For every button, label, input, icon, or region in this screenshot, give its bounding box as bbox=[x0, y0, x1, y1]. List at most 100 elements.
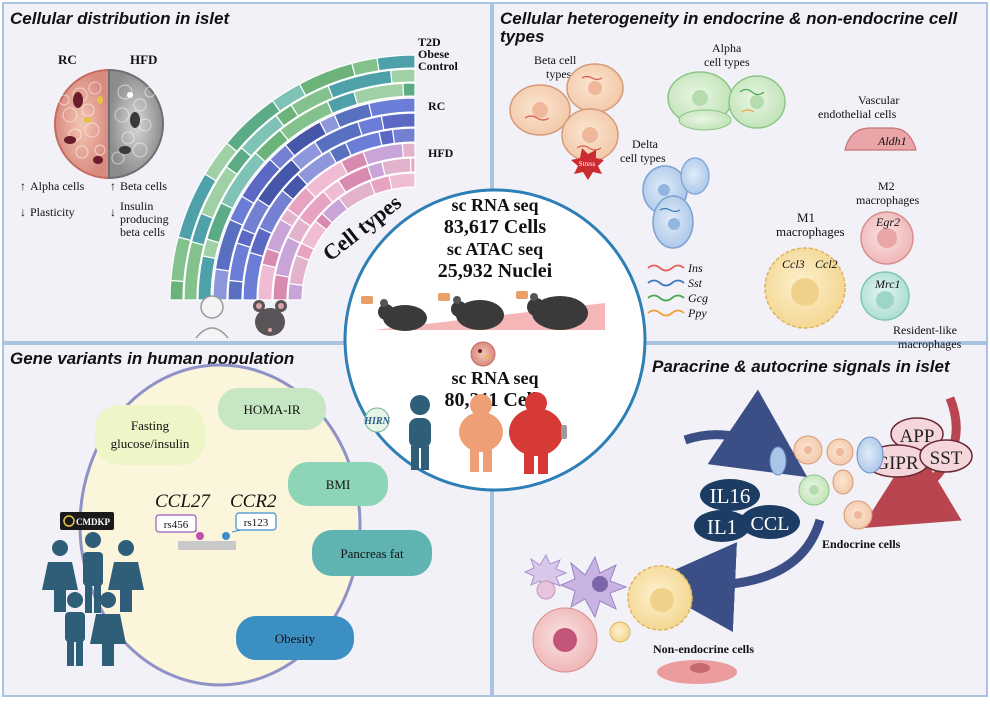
nonendocrine-cells-cluster bbox=[523, 553, 737, 684]
label-insulin-3: beta cells bbox=[120, 225, 165, 239]
ring-segment bbox=[376, 54, 416, 72]
pancreas-islet-icon bbox=[470, 341, 496, 367]
center-atac-value: 25,932 Nuclei bbox=[438, 260, 553, 282]
label-insulin-2: producing bbox=[120, 212, 169, 226]
ring-segment bbox=[389, 68, 416, 84]
label-resident-2: macrophages bbox=[898, 337, 962, 351]
vascular-cell-illustration: Aldh1 bbox=[844, 127, 917, 151]
ring-segment bbox=[368, 97, 416, 118]
svg-text:Fasting: Fasting bbox=[131, 418, 170, 433]
label-m2-1: M2 bbox=[878, 179, 895, 193]
legend-label-sst: Sst bbox=[688, 276, 703, 290]
label-ccl2: Ccl2 bbox=[815, 257, 838, 271]
ring-segment bbox=[212, 268, 230, 301]
label-beta-types-1: Beta cell bbox=[534, 53, 577, 67]
label-alpha-types-1: Alpha bbox=[712, 41, 742, 55]
human-face-icon bbox=[195, 295, 229, 339]
islet-illustration bbox=[54, 68, 164, 180]
trait-obesity: Obesity bbox=[236, 616, 354, 660]
center-atac-label: sc ATAC seq bbox=[447, 239, 543, 259]
beta-cells-illustration bbox=[509, 63, 624, 162]
panel-title-heterogeneity-1: Cellular heterogeneity in endocrine & no… bbox=[500, 9, 958, 28]
trait-homa-ir: HOMA-IR bbox=[218, 388, 326, 430]
svg-text:IL16: IL16 bbox=[710, 484, 751, 508]
label-delta-types-2: cell types bbox=[620, 151, 666, 165]
label-m1-2: macrophages bbox=[776, 224, 845, 239]
label-plasticity: Plasticity bbox=[30, 205, 75, 219]
ring-segment bbox=[272, 273, 290, 301]
label-vascular-2: endothelial cells bbox=[818, 107, 897, 121]
label-endocrine-cells: Endocrine cells bbox=[822, 537, 901, 551]
arrow-to-endocrine bbox=[683, 389, 808, 478]
label-m1-1: M1 bbox=[797, 210, 815, 225]
svg-text:↓: ↓ bbox=[110, 205, 116, 219]
mouse-icon bbox=[253, 300, 287, 336]
stress-badge: Stress bbox=[571, 148, 604, 180]
ligand-sst: SST bbox=[919, 439, 973, 473]
svg-text:↑: ↑ bbox=[20, 179, 26, 193]
ring-segment bbox=[380, 112, 416, 131]
svg-text:HIRN: HIRN bbox=[363, 416, 390, 427]
ring-segment bbox=[402, 82, 416, 97]
center-scrna1-label: sc RNA seq bbox=[451, 195, 538, 215]
svg-text:CCL: CCL bbox=[751, 513, 790, 535]
label-nonendocrine-cells: Non-endocrine cells bbox=[653, 642, 754, 656]
panel-title-gene-variants: Gene variants in human population bbox=[10, 349, 294, 368]
ring-label-obese: Obese bbox=[418, 47, 450, 61]
svg-text:BMI: BMI bbox=[326, 477, 351, 492]
label-vascular-1: Vascular bbox=[858, 93, 899, 107]
label-ccl3: Ccl3 bbox=[782, 257, 805, 271]
svg-text:CMDKP: CMDKP bbox=[76, 517, 110, 527]
center-scrna2-value: 80,211 Cells bbox=[444, 389, 545, 411]
ligand-il1: IL1 bbox=[694, 510, 750, 542]
label-alpha-cells: Alpha cells bbox=[30, 179, 85, 193]
gene-ccl27: CCL27 bbox=[155, 491, 211, 512]
hirn-logo: HIRN bbox=[363, 407, 391, 433]
human-bmi-people-icon bbox=[409, 392, 567, 474]
panel-title-cellular-distribution: Cellular distribution in islet bbox=[10, 9, 230, 28]
svg-text:APP: APP bbox=[900, 426, 935, 447]
svg-text:GIPR: GIPR bbox=[875, 453, 919, 474]
delta-cells-illustration bbox=[642, 157, 710, 249]
ligand-app: APP bbox=[890, 417, 944, 451]
resident-macrophage-illustration: Mrc1 bbox=[860, 271, 910, 321]
trait-bmi: BMI bbox=[288, 462, 388, 506]
svg-text:glucose/insulin: glucose/insulin bbox=[111, 436, 190, 451]
label-beta-cells: Beta cells bbox=[120, 179, 167, 193]
legend-swatch-sst bbox=[647, 279, 685, 287]
label-alpha-types-2: cell types bbox=[704, 55, 750, 69]
svg-text:Obesity: Obesity bbox=[275, 631, 316, 646]
ring-label-t2d: T2D bbox=[418, 35, 441, 49]
ring-segment bbox=[287, 282, 304, 301]
label-delta-types-1: Delta bbox=[632, 137, 659, 151]
legend-swatch-gcg bbox=[647, 294, 685, 302]
mice-diet-gradient bbox=[361, 291, 605, 331]
label-insulin-1: Insulin bbox=[120, 199, 153, 213]
legend-label-gcg: Gcg bbox=[688, 291, 708, 305]
ring-segment bbox=[227, 279, 244, 301]
legend-swatch-ins bbox=[647, 264, 685, 272]
ligand-ccl: CCL bbox=[740, 505, 800, 539]
islet-changes-labels: ↑ Alpha cells ↓ Plasticity ↑ Beta cells … bbox=[20, 179, 169, 239]
ligand-il16: IL16 bbox=[700, 479, 760, 511]
trait-pancreas-fat: Pancreas fat bbox=[312, 530, 432, 576]
svg-text:IL1: IL1 bbox=[707, 515, 737, 539]
label-egr2: Egr2 bbox=[875, 215, 900, 229]
ring-segment bbox=[410, 157, 416, 173]
ring-label-rc: RC bbox=[428, 99, 445, 113]
legend-label-ppy: Ppy bbox=[687, 306, 707, 320]
alpha-cells-illustration bbox=[667, 71, 786, 131]
svg-text:SST: SST bbox=[930, 448, 963, 469]
svg-text:rs123: rs123 bbox=[244, 517, 269, 529]
endocrine-cells-cluster bbox=[769, 435, 884, 530]
dna-sequence-icon bbox=[178, 526, 241, 550]
label-rc: RC bbox=[58, 52, 77, 67]
snp-rs123: rs123 bbox=[235, 512, 277, 531]
ring-segment bbox=[391, 127, 416, 145]
panel-title-paracrine: Paracrine & autocrine signals in islet bbox=[652, 357, 951, 376]
label-mrc1: Mrc1 bbox=[874, 277, 901, 291]
label-hfd: HFD bbox=[130, 52, 157, 67]
